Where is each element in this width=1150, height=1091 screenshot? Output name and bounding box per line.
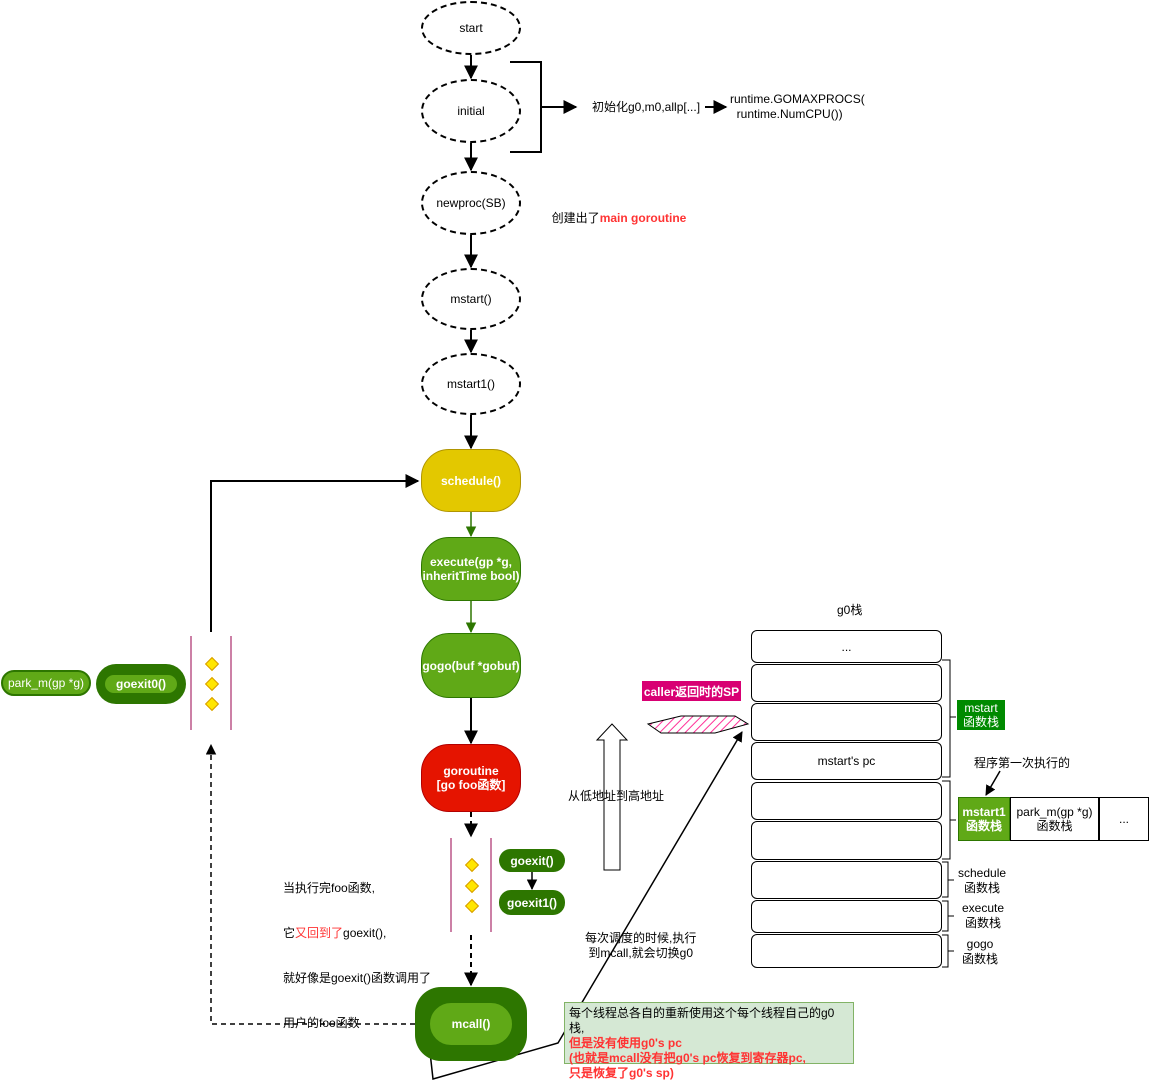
foo-note: 当执行完foo函数, 它又回到了goexit(), 就好像是goexit()函数… bbox=[283, 851, 431, 1046]
created-prefix: 创建出了 bbox=[551, 211, 600, 225]
mcall-inner: mcall() bbox=[429, 1002, 513, 1046]
park-m-node: park_m(gp *g) bbox=[1, 670, 91, 696]
brace-execute bbox=[942, 900, 954, 932]
goexit0-node: goexit0() bbox=[96, 664, 186, 704]
brace-gogo bbox=[942, 934, 954, 968]
stack-cell: ... bbox=[751, 630, 942, 663]
gomaxprocs-label: runtime.GOMAXPROCS( runtime.NumCPU()) bbox=[730, 92, 865, 121]
created-highlight: main goroutine bbox=[599, 211, 687, 225]
arrow-first-exec bbox=[985, 770, 1001, 796]
gogo-node: gogo(buf *gobuf) bbox=[421, 633, 521, 698]
note-line2: 但是没有使用g0's pc bbox=[569, 1036, 682, 1050]
note-line1: 每个线程总各自的重新使用这个每个线程自己的g0栈, bbox=[569, 1006, 835, 1035]
stack-cell bbox=[751, 821, 942, 860]
stack-cell bbox=[751, 703, 942, 741]
init-brace bbox=[510, 61, 576, 153]
park-m-stack-label: park_m(gp *g) 函数栈 bbox=[1010, 797, 1099, 841]
stack-ellipsis: ... bbox=[1099, 797, 1149, 841]
created-main-goroutine: 创建出了main goroutine bbox=[545, 196, 687, 226]
execute-stack-label: execute 函数栈 bbox=[962, 901, 1005, 930]
goexit1-node: goexit1() bbox=[499, 890, 565, 915]
mstart-node: mstart() bbox=[421, 268, 521, 330]
stack-cell: mstart's pc bbox=[751, 742, 942, 780]
stack-title: g0栈 bbox=[837, 603, 863, 617]
goexit0-inner: goexit0() bbox=[104, 674, 178, 694]
stack-cell bbox=[751, 782, 942, 820]
newproc-node: newproc(SB) bbox=[421, 171, 521, 235]
schedule-stack-label: schedule 函数栈 bbox=[958, 866, 1007, 895]
foo-line2: 它又回到了goexit(), bbox=[283, 926, 431, 941]
foo-line2-b: goexit(), bbox=[343, 926, 387, 940]
schedule-node: schedule() bbox=[421, 449, 521, 512]
stack-cell bbox=[751, 934, 942, 968]
mstart1-node: mstart1() bbox=[421, 353, 521, 415]
mstart1-stack-label: mstart1 函数栈 bbox=[958, 797, 1010, 841]
foo-line2-red: 又回到了 bbox=[295, 926, 344, 940]
caller-sp-marker bbox=[646, 715, 750, 734]
foo-line4: 用户的foo函数 bbox=[283, 1016, 360, 1030]
brace-mstart1 bbox=[942, 780, 956, 860]
mstart-stack-label: mstart 函数栈 bbox=[957, 700, 1005, 730]
first-exec-label: 程序第一次执行的 bbox=[974, 756, 1071, 770]
stack-cell bbox=[751, 900, 942, 933]
brace-schedule bbox=[942, 861, 954, 898]
execute-node: execute(gp *g, inheritTime bool) bbox=[421, 537, 521, 601]
goexit-node: goexit() bbox=[499, 849, 565, 872]
low-to-high-arrow bbox=[595, 723, 629, 871]
goroutine-node: goroutine [go foo函数] bbox=[421, 744, 521, 812]
start-node: start bbox=[421, 1, 521, 55]
foo-line1: 当执行完foo函数, bbox=[283, 881, 376, 895]
init-items-label: 初始化g0,m0,allp[...] bbox=[592, 100, 701, 114]
each-schedule-label: 每次调度的时候,执行 到mcall,就会切换g0 bbox=[585, 931, 697, 960]
caller-sp-label: caller返回时的SP bbox=[642, 681, 741, 701]
note-line3: (也就是mcall没有把g0's pc恢复到寄存器pc, bbox=[569, 1051, 806, 1065]
stack-cell bbox=[751, 664, 942, 702]
brace-mstart bbox=[942, 659, 956, 778]
g0-note: 每个线程总各自的重新使用这个每个线程自己的g0栈, 但是没有使用g0's pc … bbox=[564, 1002, 854, 1080]
note-line4: 只是恢复了g0's sp) bbox=[569, 1066, 674, 1080]
arrow-loop-schedule bbox=[210, 474, 420, 632]
gogo-stack-label: gogo 函数栈 bbox=[962, 937, 999, 966]
initial-node: initial bbox=[421, 79, 521, 143]
mcall-node: mcall() bbox=[415, 987, 527, 1061]
foo-line2-a: 它 bbox=[283, 926, 296, 940]
stack-cell bbox=[751, 861, 942, 899]
arrow-mcall-loop bbox=[205, 743, 415, 1025]
foo-line3: 就好像是goexit()函数调用了 bbox=[283, 971, 432, 985]
low-to-high-label: 从低地址到高地址 bbox=[568, 789, 665, 803]
